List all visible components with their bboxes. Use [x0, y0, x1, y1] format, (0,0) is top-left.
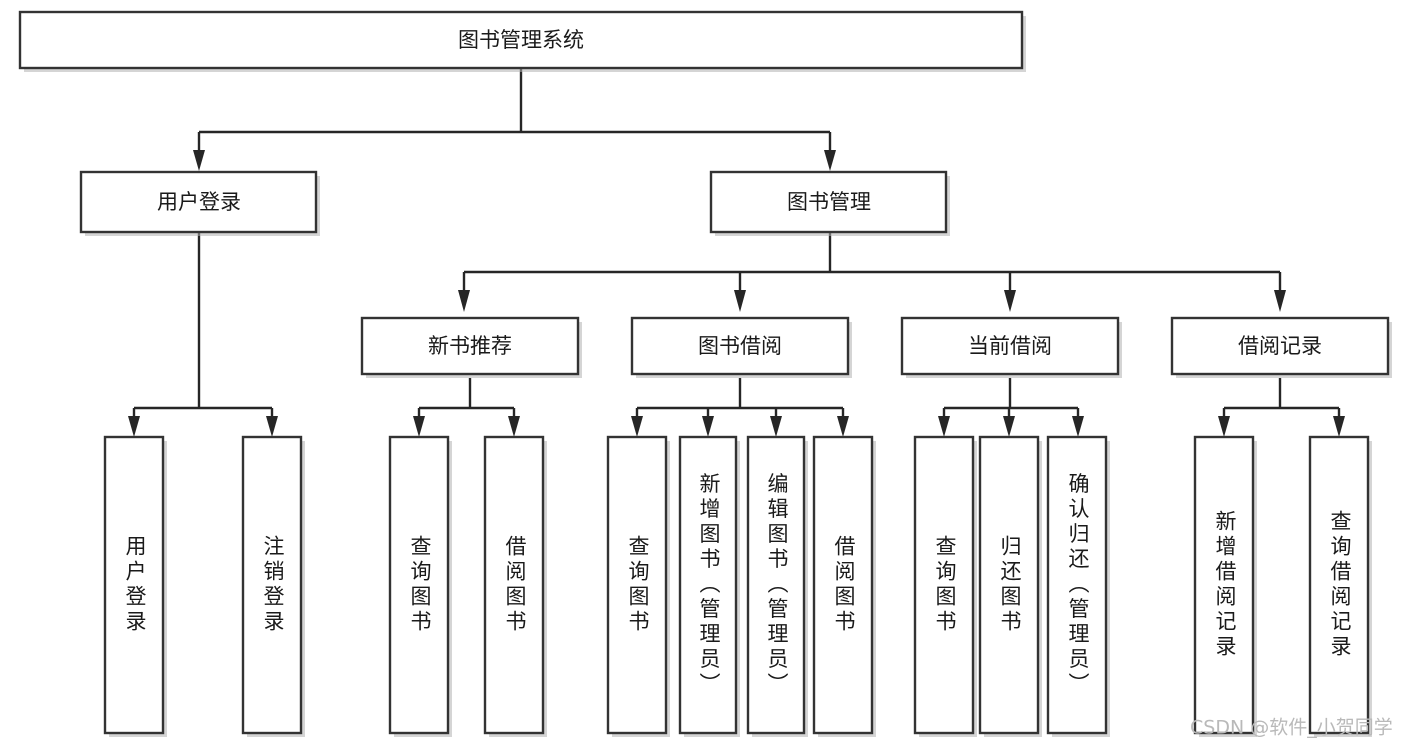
node-book-borrow[interactable]: 图书借阅	[630, 316, 852, 378]
node-leaf-return-book-label: 归还图书	[998, 535, 1022, 635]
node-leaf-logout-login[interactable]: 注销登录	[241, 435, 305, 737]
arrowhead-borrow-record	[1274, 290, 1286, 312]
node-leaf-add-book-label: 新增图书（管理员）	[697, 473, 721, 698]
node-leaf-user-login[interactable]: 用户登录	[103, 435, 167, 737]
arrowhead-leaf-confirm-return	[1072, 416, 1084, 437]
arrowhead-leaf-add-book	[702, 416, 714, 437]
node-leaf-user-login-box[interactable]	[103, 435, 165, 735]
node-leaf-query-record[interactable]: 查询借阅记录	[1308, 435, 1372, 737]
arrowhead-new-book	[458, 290, 470, 312]
node-leaf-borrow-book-2-label: 借阅图书	[832, 535, 856, 635]
arrowhead-leaf-borrow-book-1	[508, 416, 520, 437]
node-root-label: 图书管理系统	[458, 28, 584, 52]
watermark-label: CSDN @软件_小贺同学	[1190, 717, 1393, 739]
node-leaf-query-book-3-box[interactable]	[913, 435, 975, 735]
arrowhead-leaf-query-book-2	[631, 416, 643, 437]
node-current-borrow-box[interactable]	[900, 316, 1120, 376]
node-new-book-recommend[interactable]: 新书推荐	[360, 316, 582, 378]
arrowhead-book-management	[824, 150, 836, 171]
node-new-book-recommend-label: 新书推荐	[428, 334, 512, 358]
node-book-management[interactable]: 图书管理	[709, 170, 950, 236]
node-leaf-edit-book-label: 编辑图书（管理员）	[765, 473, 789, 698]
node-leaf-query-book-3[interactable]: 查询图书	[913, 435, 977, 737]
arrowhead-leaf-return-book	[1003, 416, 1015, 437]
node-user-login-box[interactable]	[79, 170, 318, 234]
node-user-login[interactable]: 用户登录	[79, 170, 320, 236]
node-leaf-borrow-book-2-box[interactable]	[812, 435, 874, 735]
node-current-borrow-label: 当前借阅	[968, 334, 1052, 358]
arrowhead-leaf-query-book-3	[938, 416, 950, 437]
node-book-borrow-box[interactable]	[630, 316, 850, 376]
node-leaf-query-book-2-label: 查询图书	[626, 535, 650, 635]
node-leaf-add-book-box[interactable]	[678, 435, 738, 735]
node-leaf-edit-book-box[interactable]	[746, 435, 806, 735]
node-root-box[interactable]	[18, 10, 1024, 70]
node-leaf-confirm-return-box[interactable]	[1046, 435, 1108, 735]
node-current-borrow[interactable]: 当前借阅	[900, 316, 1122, 378]
node-leaf-query-book-1-box[interactable]	[388, 435, 450, 735]
node-user-login-label: 用户登录	[157, 190, 241, 214]
node-borrow-record-label: 借阅记录	[1238, 334, 1322, 358]
node-leaf-add-record-label: 新增借阅记录	[1213, 510, 1237, 660]
arrowhead-leaf-borrow-book-2	[837, 416, 849, 437]
node-leaf-edit-book[interactable]: 编辑图书（管理员）	[746, 435, 808, 737]
arrowhead-leaf-logout	[266, 416, 278, 437]
node-book-borrow-label: 图书借阅	[698, 334, 782, 358]
arrowhead-user-login	[193, 150, 205, 171]
node-leaf-borrow-book-2[interactable]: 借阅图书	[812, 435, 876, 737]
node-leaf-query-book-2-box[interactable]	[606, 435, 668, 735]
node-leaf-query-book-2[interactable]: 查询图书	[606, 435, 670, 737]
node-leaf-confirm-return[interactable]: 确认归还（管理员）	[1046, 435, 1110, 737]
arrowhead-leaf-query-record	[1333, 416, 1345, 437]
node-leaf-add-record-box[interactable]	[1193, 435, 1255, 735]
arrowhead-book-borrow	[734, 290, 746, 312]
node-leaf-return-book[interactable]: 归还图书	[978, 435, 1042, 737]
node-leaf-query-record-label: 查询借阅记录	[1328, 510, 1352, 660]
node-leaf-query-book-1[interactable]: 查询图书	[388, 435, 452, 737]
node-leaf-add-book[interactable]: 新增图书（管理员）	[678, 435, 740, 737]
arrowhead-current-borrow	[1004, 290, 1016, 312]
node-leaf-confirm-return-label: 确认归还（管理员）	[1066, 473, 1090, 698]
node-borrow-record[interactable]: 借阅记录	[1170, 316, 1392, 378]
node-leaf-return-book-box[interactable]	[978, 435, 1040, 735]
node-leaf-query-book-3-label: 查询图书	[933, 535, 957, 635]
node-leaf-user-login-label: 用户登录	[123, 535, 147, 635]
arrowhead-leaf-edit-book	[770, 416, 782, 437]
node-root[interactable]: 图书管理系统	[18, 10, 1026, 72]
edge-layer	[128, 68, 1345, 437]
node-leaf-query-record-box[interactable]	[1308, 435, 1370, 735]
arrowhead-leaf-add-record	[1218, 416, 1230, 437]
node-new-book-recommend-box[interactable]	[360, 316, 580, 376]
node-leaf-add-record[interactable]: 新增借阅记录	[1193, 435, 1257, 737]
node-leaf-borrow-book-1-label: 借阅图书	[503, 535, 527, 635]
arrowhead-leaf-user-login	[128, 416, 140, 437]
arrowhead-leaf-query-book-1	[413, 416, 425, 437]
node-leaf-logout-login-box[interactable]	[241, 435, 303, 735]
node-leaf-borrow-book-1[interactable]: 借阅图书	[483, 435, 547, 737]
node-leaf-logout-login-label: 注销登录	[261, 535, 285, 635]
node-leaf-query-book-1-label: 查询图书	[408, 535, 432, 635]
node-borrow-record-box[interactable]	[1170, 316, 1390, 376]
node-book-management-box[interactable]	[709, 170, 948, 234]
node-leaf-borrow-book-1-box[interactable]	[483, 435, 545, 735]
node-book-management-label: 图书管理	[787, 190, 871, 214]
